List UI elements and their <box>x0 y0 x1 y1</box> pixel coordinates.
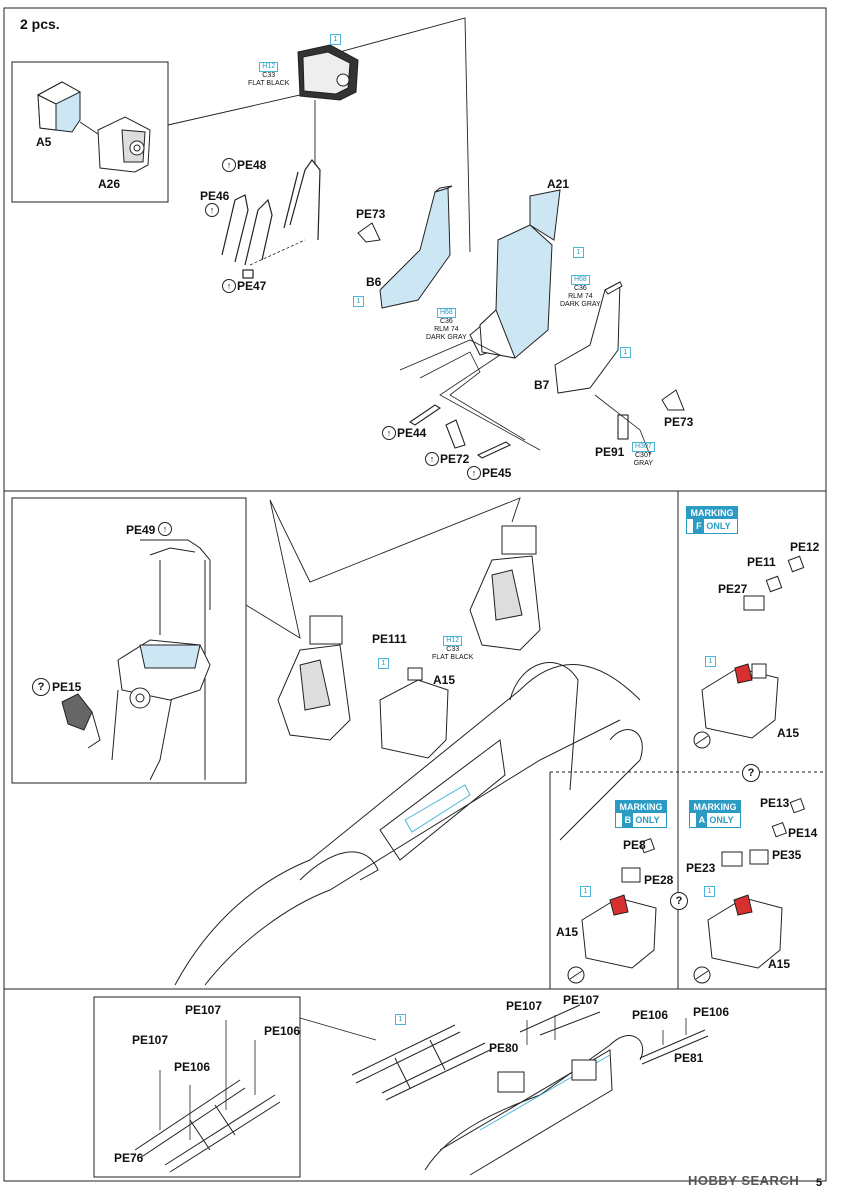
part-pe106-label: PE106 <box>174 1060 211 1074</box>
a15-coaming-main <box>379 667 449 759</box>
part-a15-label: A15 <box>768 957 791 971</box>
guide-arrows <box>159 1015 687 1140</box>
photo-etch-icon: ↑ <box>222 158 236 172</box>
paint-ref-flat-black: H12 C33 FLAT BLACK <box>432 636 474 661</box>
canopy-rails <box>134 1024 491 1173</box>
part-a26-label: A26 <box>98 177 121 191</box>
headbox-zoom <box>111 639 211 761</box>
question-icon: ? <box>32 678 50 696</box>
part-pe45-label: PE45 <box>482 466 512 480</box>
part-pe80-label: PE80 <box>489 1041 519 1055</box>
part-pe106-label: PE106 <box>693 1005 730 1019</box>
step-marker: 1 <box>620 347 631 358</box>
part-pe13-label: PE13 <box>760 796 790 810</box>
paint-ref-dark-gray: H68 C36 RLM 74 DARK GRAY <box>560 275 601 308</box>
harness-belts <box>221 158 321 279</box>
zoom-box-left <box>11 497 247 784</box>
assembly-guides <box>399 339 651 456</box>
photo-etch-icon: ↑ <box>467 466 481 480</box>
part-pe107-label: PE107 <box>563 993 600 1007</box>
ejection-seat-right <box>469 525 541 651</box>
part-pe15-label: PE15 <box>52 680 82 694</box>
callout-rails <box>299 1017 377 1041</box>
step-marker: 1 <box>705 656 716 667</box>
question-icon: ? <box>742 764 760 782</box>
part-pe76-label: PE76 <box>114 1151 144 1165</box>
part-pe107-label: PE107 <box>132 1033 169 1047</box>
callout-cockpit-left <box>245 497 521 639</box>
ejection-seat-left <box>277 615 351 741</box>
part-pe106-label: PE106 <box>264 1024 301 1038</box>
pe15-part <box>61 693 101 749</box>
a26-part <box>97 116 151 173</box>
part-pe48-label: PE48 <box>237 158 267 172</box>
part-a15-label: A15 <box>433 673 456 687</box>
a5-part <box>36 81 82 133</box>
part-a5-label: A5 <box>36 135 52 149</box>
part-pe73-label: PE73 <box>664 415 694 429</box>
part-pe81-label: PE81 <box>674 1051 704 1065</box>
part-pe46-label: PE46 <box>200 189 230 203</box>
question-icon: ? <box>670 892 688 910</box>
part-pe27-label: PE27 <box>718 582 748 596</box>
part-b7-label: B7 <box>534 378 550 392</box>
watermark: HOBBY SEARCH <box>688 1173 800 1188</box>
pe73-clip <box>357 222 685 411</box>
step-marker: 1 <box>573 247 584 258</box>
part-pe47-label: PE47 <box>237 279 267 293</box>
part-pe35-label: PE35 <box>772 848 802 862</box>
part-pe111-label: PE111 <box>372 632 407 646</box>
rear-cockpit <box>424 1004 709 1176</box>
part-pe12-label: PE12 <box>790 540 820 554</box>
small-pe-parts <box>408 404 629 459</box>
step-marker: 1 <box>353 296 364 307</box>
step-marker: 1 <box>580 886 591 897</box>
a15-marking-b <box>567 838 657 984</box>
part-pe23-label: PE23 <box>686 861 716 875</box>
part-pe11-label: PE11 <box>747 555 776 569</box>
part-pe107-label: PE107 <box>506 999 543 1013</box>
b6-side-frame <box>379 185 453 309</box>
b7-side-frame <box>554 281 623 394</box>
part-a21-label: A21 <box>547 177 570 191</box>
pe49-frame <box>140 539 211 781</box>
paint-ref-dark-gray: H68 C36 RLM 74 DARK GRAY <box>426 308 467 341</box>
photo-etch-icon: ↑ <box>158 522 172 536</box>
a15-marking-a <box>693 798 806 984</box>
step-marker: 1 <box>395 1014 406 1025</box>
photo-etch-icon: ↑ <box>222 279 236 293</box>
step-marker: 1 <box>330 34 341 45</box>
part-pe8-label: PE8 <box>623 838 646 852</box>
quantity-label: 2 pcs. <box>20 16 60 32</box>
part-pe107-label: PE107 <box>185 1003 222 1017</box>
frame-rails <box>3 988 827 1182</box>
headrest-cushion <box>297 44 359 101</box>
part-pe73-label: PE73 <box>356 207 386 221</box>
photo-etch-icon: ↑ <box>205 203 219 217</box>
step-marker: 1 <box>378 658 389 669</box>
part-pe72-label: PE72 <box>440 452 470 466</box>
seat-body <box>469 189 561 359</box>
part-pe28-label: PE28 <box>644 873 674 887</box>
page-number: 5 <box>816 1177 823 1189</box>
a15-marking-f <box>693 555 805 749</box>
part-pe44-label: PE44 <box>397 426 427 440</box>
part-a15-label: A15 <box>777 726 800 740</box>
photo-etch-icon: ↑ <box>382 426 396 440</box>
paint-ref-gray: H307 C307 GRAY <box>632 442 655 467</box>
aircraft-fuselage <box>174 662 643 986</box>
part-pe14-label: PE14 <box>788 826 818 840</box>
step-marker: 1 <box>704 886 715 897</box>
photo-etch-icon: ↑ <box>425 452 439 466</box>
part-pe91-label: PE91 <box>595 445 625 459</box>
part-pe49-label: PE49 <box>126 523 156 537</box>
part-b6-label: B6 <box>366 275 382 289</box>
paint-ref-flat-black: H12 C33 FLAT BLACK <box>248 62 290 87</box>
part-a15-label: A15 <box>556 925 579 939</box>
part-pe106-label: PE106 <box>632 1008 669 1022</box>
